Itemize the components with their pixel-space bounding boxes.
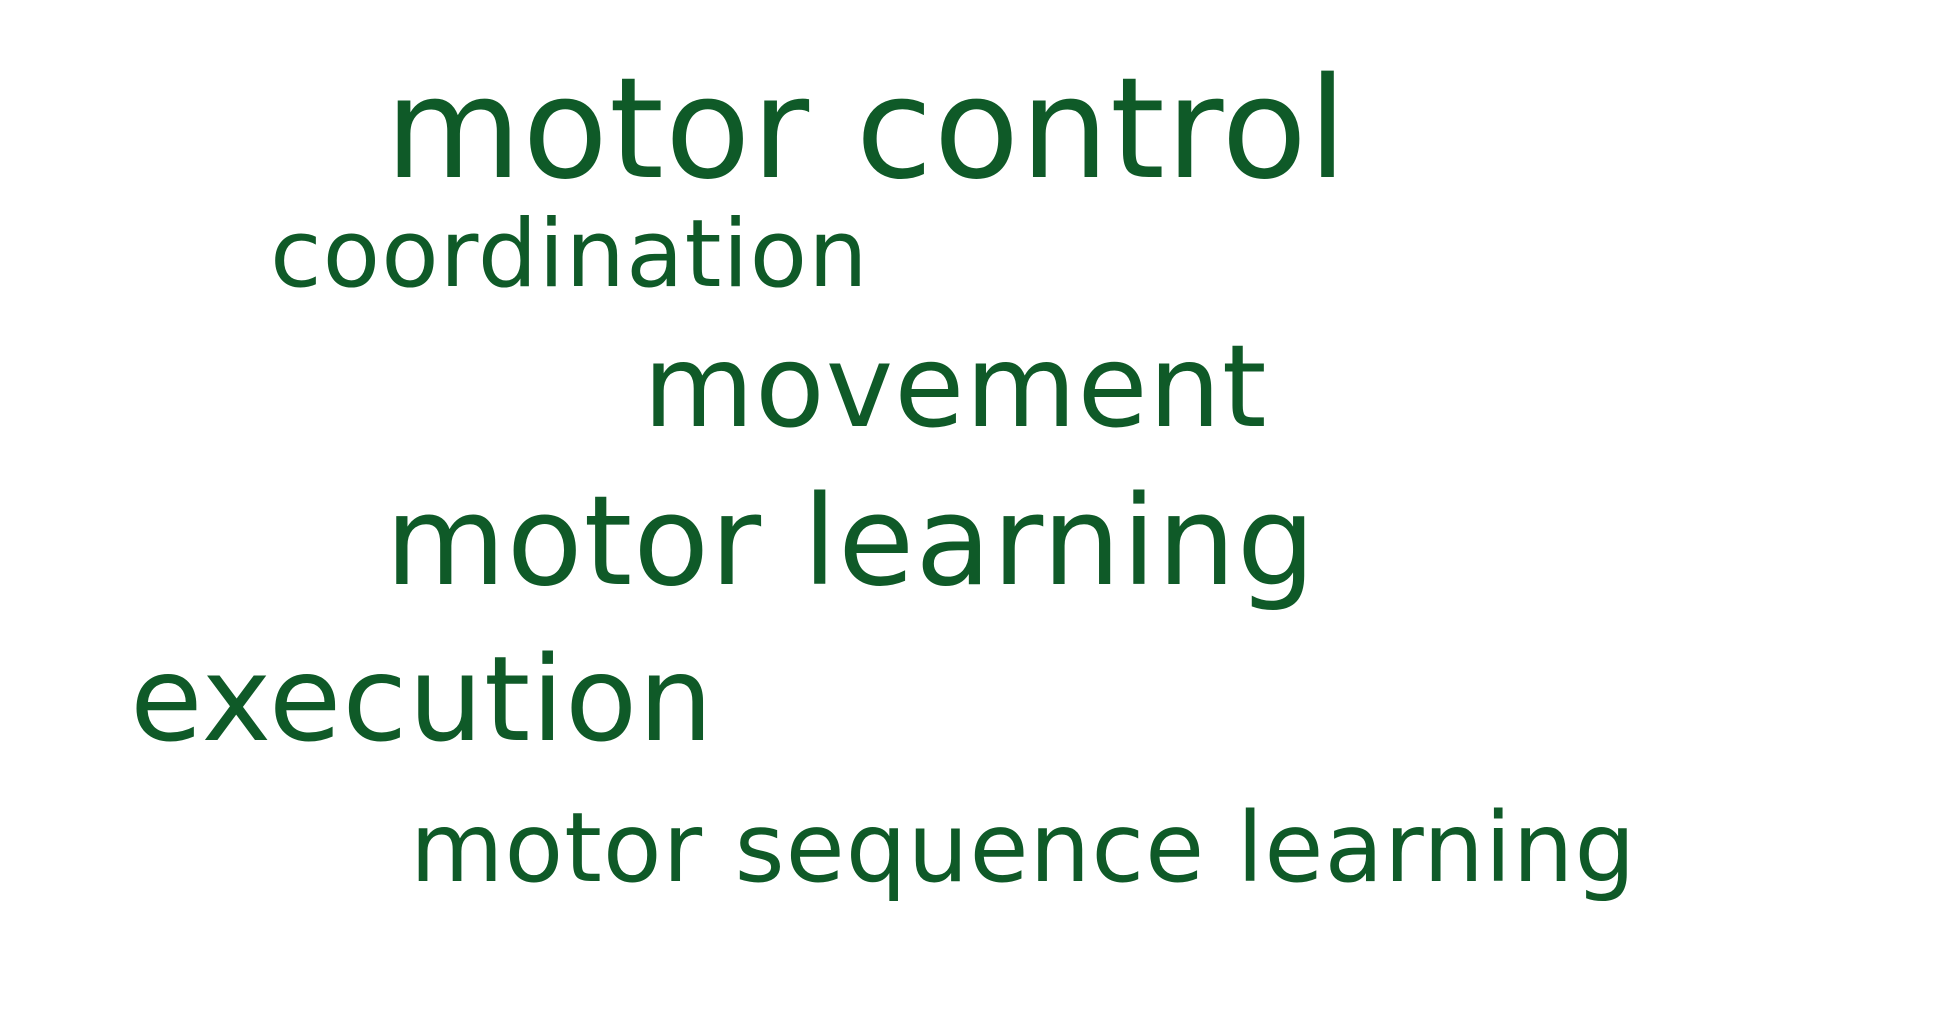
term-motor-sequence-learning: motor sequence learning bbox=[410, 792, 1637, 904]
term-execution: execution bbox=[130, 630, 715, 768]
term-coordination: coordination bbox=[270, 200, 869, 309]
term-movement: movement bbox=[643, 320, 1268, 453]
term-motor-learning: motor learning bbox=[385, 470, 1317, 614]
term-motor-control: motor control bbox=[385, 48, 1348, 211]
